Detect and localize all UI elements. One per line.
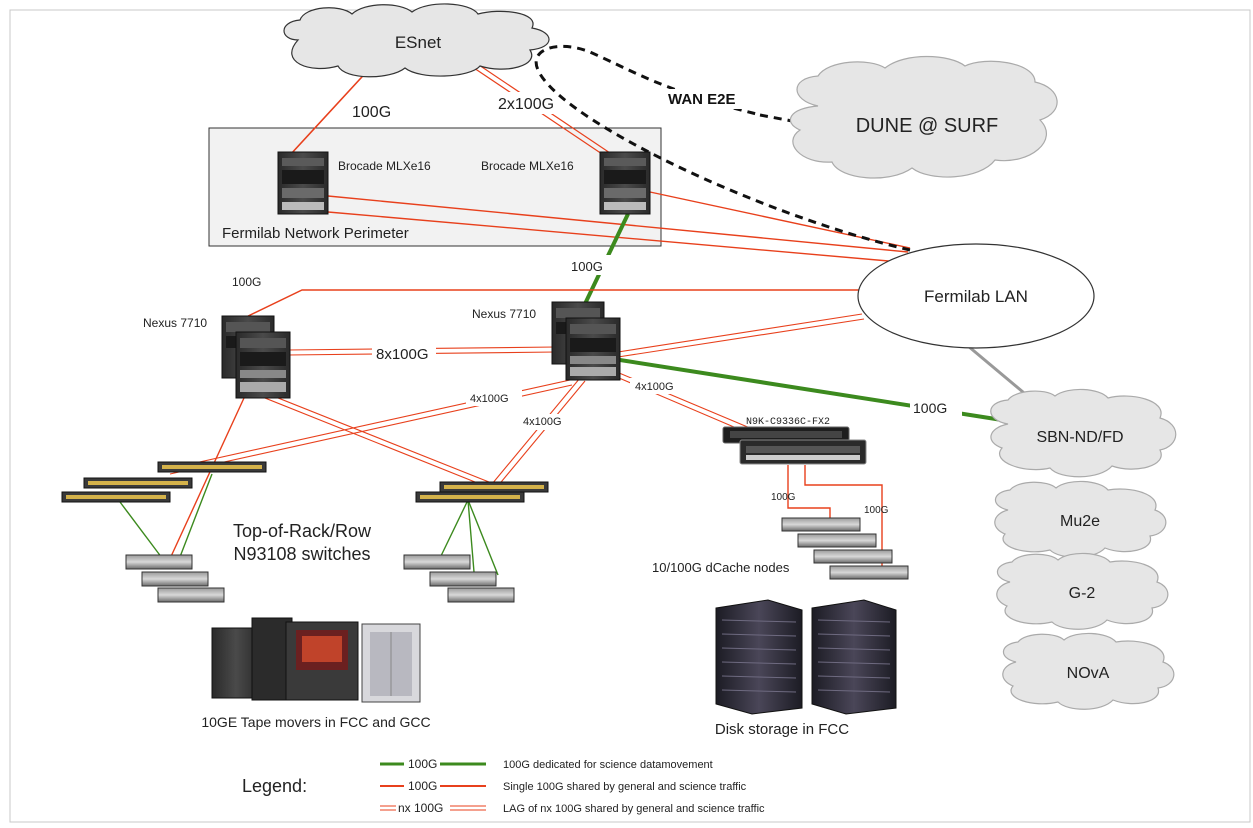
label-bg <box>348 100 402 122</box>
link-label-core-sbn: 100G <box>913 400 947 416</box>
dune-label: DUNE @ SURF <box>856 115 999 137</box>
link-label-cross-right: 4x100G <box>523 416 562 428</box>
brocade-left-label: Brocade MLXe16 <box>338 159 431 173</box>
legend-item-science: 100G 100G dedicated for science datamove… <box>380 756 713 771</box>
links <box>119 60 1043 576</box>
link-label-dcache-right: 100G <box>864 505 889 516</box>
n9k-switch-stack <box>722 426 867 465</box>
link-nexus-right-lan <box>617 313 865 358</box>
link-nexus-left-tor-right <box>249 387 495 489</box>
g2-label: G-2 <box>1069 585 1096 602</box>
wan-e2e-label: WAN E2E <box>668 91 736 108</box>
links-n9k-dcache <box>787 465 883 570</box>
lan-label: Fermilab LAN <box>924 287 1028 306</box>
disk-storage <box>715 599 897 715</box>
link-label-dcache-left: 100G <box>771 492 796 503</box>
brocade-right-router <box>599 151 651 215</box>
esnet-label: ESnet <box>395 33 442 52</box>
nexus-right-switch <box>551 301 621 381</box>
legend-line-label-1: 100G <box>408 757 437 771</box>
link-esnet-brocade-left <box>289 65 373 156</box>
sbn-label: SBN-ND/FD <box>1036 429 1123 446</box>
link-label-core-core: 8x100G <box>376 346 429 363</box>
cloud-esnet: ESnet <box>283 3 550 78</box>
legend-item-lag: nx 100G LAG of nx 100G shared by general… <box>380 800 765 815</box>
fermilab-lan: Fermilab LAN <box>857 243 1095 349</box>
link-label-esnet-left: 100G <box>352 104 391 121</box>
legend-description-2: Single 100G shared by general and scienc… <box>503 781 747 793</box>
link-brocade-left-lan-2 <box>327 211 901 263</box>
cloud-sbn: SBN-ND/FD <box>990 388 1177 478</box>
link-nexus-left-lan <box>243 289 862 319</box>
tape-label: 10GE Tape movers in FCC and GCC <box>201 714 430 730</box>
links-tor-right-servers <box>439 499 499 576</box>
link-label-perimeter-core: 100G <box>571 259 603 274</box>
nexus-left-label: Nexus 7710 <box>143 316 207 330</box>
link-brocade-left-lan <box>327 195 909 253</box>
dcache-label: 10/100G dCache nodes <box>652 560 790 575</box>
n9k-label: N9K-C9336C-FX2 <box>746 417 830 428</box>
legend-description-1: 100G dedicated for science datamovement <box>503 759 713 771</box>
legend-title: Legend: <box>242 776 307 796</box>
link-nexus-right-tor-right <box>491 377 586 488</box>
mu2e-label: Mu2e <box>1060 513 1100 530</box>
nexus-left-lan-label: 100G <box>232 275 261 289</box>
cloud-dune: DUNE @ SURF <box>789 55 1058 179</box>
legend-line-label-2: 100G <box>408 779 437 793</box>
link-nexus-left-tor-left <box>167 397 245 564</box>
nova-label: NOvA <box>1067 665 1110 682</box>
cloud-g2: G-2 <box>996 552 1169 630</box>
legend-line-label-3: nx 100G <box>398 801 443 815</box>
tor-right-switches <box>415 481 549 503</box>
cloud-nova: NOvA <box>1002 632 1175 710</box>
link-label-core-storage: 4x100G <box>635 381 674 393</box>
disk-label: Disk storage in FCC <box>715 721 849 738</box>
link-label-cross-left: 4x100G <box>470 393 509 405</box>
legend-description-3: LAG of nx 100G shared by general and sci… <box>503 803 765 815</box>
links-tor-left-servers <box>119 473 213 563</box>
legend: Legend: 100G 100G dedicated for science … <box>242 756 765 815</box>
perimeter-title: Fermilab Network Perimeter <box>222 225 409 242</box>
nexus-right-label: Nexus 7710 <box>472 307 536 321</box>
tor-left-switches <box>61 461 267 503</box>
servers-right <box>403 554 515 603</box>
cloud-mu2e: Mu2e <box>994 480 1167 558</box>
tor-label-line1: Top-of-Rack/Row <box>233 521 372 541</box>
brocade-left-router <box>277 151 329 215</box>
tor-label-line2: N93108 switches <box>233 544 370 564</box>
servers-left <box>125 554 225 603</box>
nexus-left-switch <box>221 315 291 399</box>
dcache-servers <box>781 517 909 580</box>
legend-item-shared: 100G Single 100G shared by general and s… <box>380 778 747 793</box>
brocade-right-label: Brocade MLXe16 <box>481 159 574 173</box>
tape-movers <box>211 617 421 703</box>
link-label-esnet-right: 2x100G <box>498 96 554 113</box>
